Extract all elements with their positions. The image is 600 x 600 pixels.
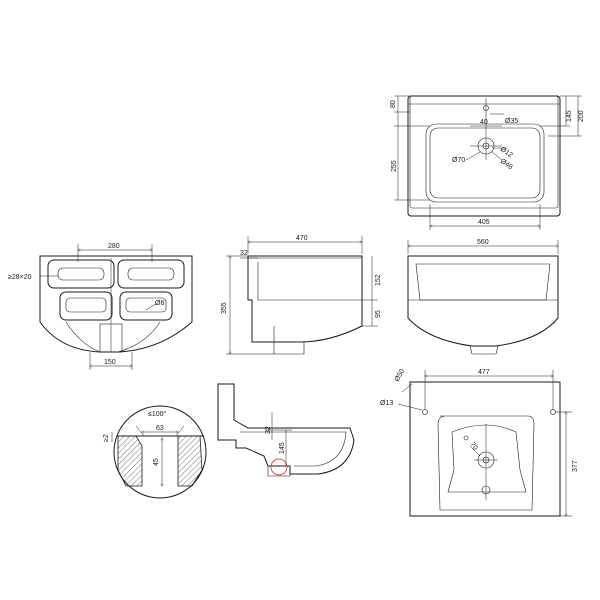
dim-top-dia35: Ø35 <box>505 118 518 125</box>
dim-bottom-70: 70 <box>468 441 478 451</box>
detail-marker-circle <box>270 458 288 476</box>
bottom-view: Ø50 477 Ø13 70 377 <box>380 368 579 517</box>
dim-detail-100deg: ≤100° <box>148 410 167 418</box>
dim-top-405: 405 <box>478 219 490 226</box>
dim-side-355: 355 <box>221 302 228 314</box>
dim-section-32: 32 <box>265 426 272 434</box>
dim-top-145: 145 <box>566 110 573 122</box>
dim-bottom-dia50: Ø50 <box>394 368 407 383</box>
dim-top-dia46: Ø46 <box>499 158 514 171</box>
dim-section-145: 145 <box>279 442 286 454</box>
dim-side-152: 152 <box>375 274 382 286</box>
dim-rear-28x20: ≥28×20 <box>8 274 32 281</box>
front-view: 560 <box>407 239 559 355</box>
dim-top-80: 80 <box>390 100 397 108</box>
dim-top-200: 200 <box>578 110 585 122</box>
dim-detail-45: 45 <box>153 458 160 466</box>
dim-detail-63: 63 <box>156 425 164 432</box>
dim-top-255: 255 <box>391 160 398 172</box>
detail-view: ≤100° 63 ≥2 45 <box>103 405 207 499</box>
dim-side-470: 470 <box>296 235 308 242</box>
dim-front-560: 560 <box>477 239 489 246</box>
section-view: 32 145 <box>217 383 355 477</box>
top-view: 80 145 200 Ø35 40 Ø12 Ø70 Ø46 255 405 <box>390 95 585 230</box>
dim-bottom-377: 377 <box>572 460 579 472</box>
dim-rear-150: 150 <box>104 359 116 366</box>
dim-detail-2: ≥2 <box>103 434 110 442</box>
dim-bottom-dia13: Ø13 <box>380 400 393 407</box>
dim-bottom-477: 477 <box>478 369 490 376</box>
dim-top-dia12: Ø12 <box>499 146 514 159</box>
dim-side-95: 95 <box>375 310 382 318</box>
rear-view: 280 ≥28×20 Ø6 150 <box>8 243 193 370</box>
dim-top-dia70: Ø70 <box>452 157 465 164</box>
side-view: 470 32 152 355 95 <box>221 235 382 354</box>
dim-rear-dia6: Ø6 <box>155 300 164 307</box>
dim-rear-280: 280 <box>108 243 120 250</box>
dim-top-40: 40 <box>480 119 488 126</box>
dim-side-32: 32 <box>240 250 248 257</box>
